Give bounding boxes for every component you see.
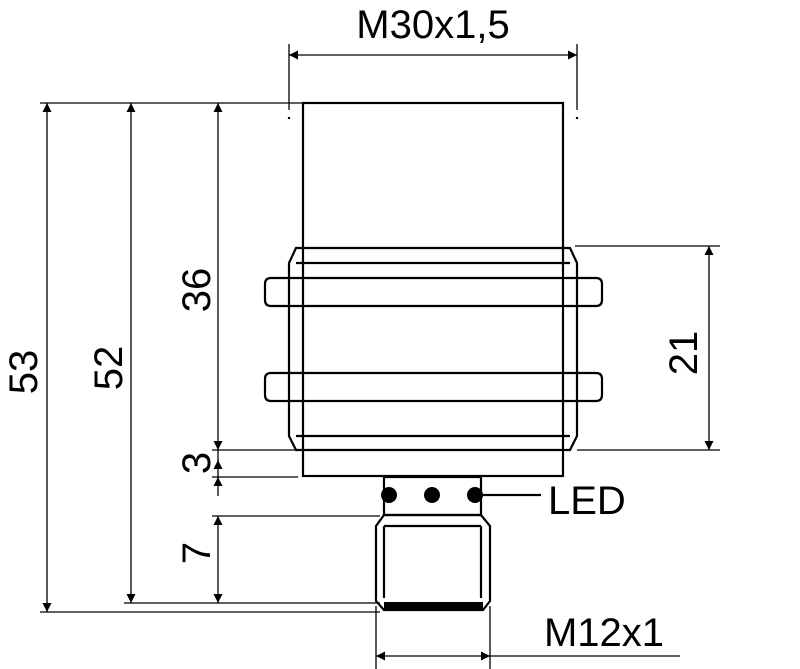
connector-base [384,602,483,611]
label-length-52: 52 [87,346,131,391]
nut-upper-left [263,276,296,308]
label-length-36: 36 [175,268,219,313]
nut-lower-right [570,371,604,403]
label-length-21: 21 [662,331,706,376]
label-thread-connector: M12x1 [544,611,664,655]
dimension-labels: M30x1,5 M12x1 LED 53 52 36 3 7 21 [2,3,706,655]
led-dot-right [467,487,483,503]
threaded-sleeve [287,246,579,452]
label-led: LED [548,479,626,523]
connector-outline [374,513,492,612]
m12-connector [374,513,492,612]
extension-lines [40,44,720,669]
nut-lower-left [263,371,296,403]
sensor-body [263,101,604,478]
led-housing [381,475,541,517]
label-length-3: 3 [175,452,219,474]
nut-upper-right [570,276,604,308]
led-dot-left [381,487,397,503]
sensor-head [301,101,565,478]
label-thread-main: M30x1,5 [356,3,509,47]
dimension-lines [42,50,714,661]
label-length-53: 53 [2,350,46,395]
led-dot-middle [424,487,440,503]
label-length-7: 7 [175,542,219,564]
